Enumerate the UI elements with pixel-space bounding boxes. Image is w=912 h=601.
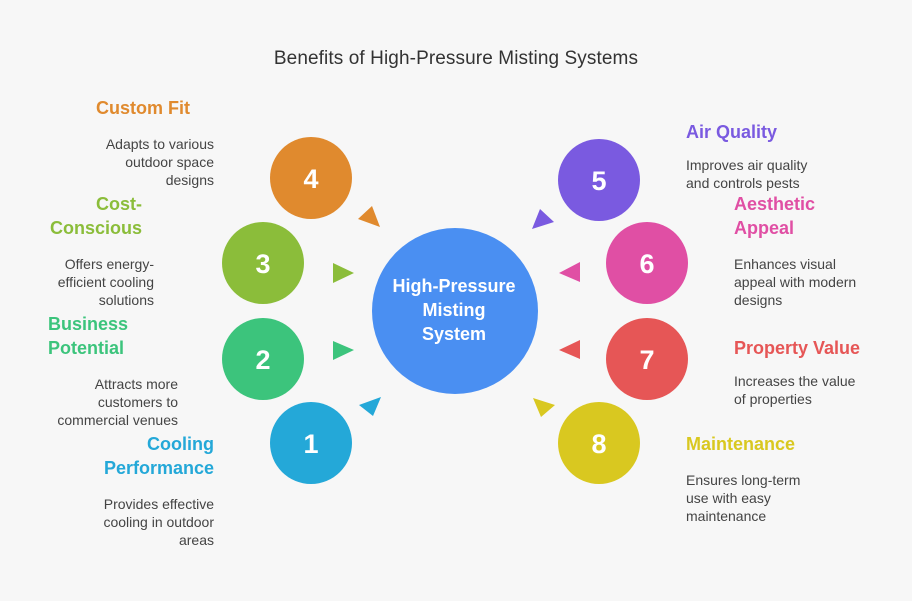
desc-custom-fit-line3: designs (165, 172, 214, 188)
heading-cost-conscious-line2: Conscious (49, 218, 142, 238)
desc-aesthetic-appeal: Enhances visual appeal with modern desig… (734, 255, 856, 309)
node-8: 8 (558, 402, 640, 484)
node-1-circle (270, 402, 352, 484)
desc-aesthetic-appeal-line3: designs (734, 292, 783, 308)
center-label-line3: System (421, 324, 487, 344)
node-2-number: 2 (255, 345, 270, 375)
node-6: 6 (606, 222, 688, 304)
node-6-circle (606, 222, 688, 304)
heading-custom-fit-line1: Custom Fit (96, 98, 190, 118)
desc-cooling-performance-line3: areas (178, 532, 214, 548)
desc-maintenance-line2: use with easy (686, 490, 771, 506)
heading-maintenance-line1: Maintenance (686, 434, 796, 454)
desc-property-value-line2: of properties (734, 391, 812, 407)
heading-cost-conscious-line1: Cost- (96, 194, 142, 214)
heading-aesthetic-appeal: Aesthetic Appeal (734, 192, 815, 240)
desc-maintenance-line3: maintenance (686, 508, 767, 524)
node-4-number: 4 (303, 164, 318, 194)
desc-custom-fit-line2: outdoor space (125, 154, 214, 170)
desc-custom-fit-line1: Adapts to various (105, 136, 214, 152)
desc-business-potential-line3: commercial venues (57, 412, 178, 428)
heading-cost-conscious: Cost- Conscious (50, 192, 142, 240)
node-4-circle (270, 137, 352, 219)
arrow-8-icon (533, 398, 555, 417)
desc-aesthetic-appeal-line1: Enhances visual (734, 256, 836, 272)
arrow-5-icon (532, 209, 554, 229)
desc-cooling-performance-line1: Provides effective (103, 496, 214, 512)
node-5: 5 (558, 139, 640, 221)
node-8-number: 8 (591, 429, 606, 459)
node-4: 4 (270, 137, 352, 219)
center-circle (372, 228, 538, 394)
desc-cost-conscious: Offers energy- efficient cooling solutio… (58, 255, 154, 309)
heading-aesthetic-appeal-line2: Appeal (734, 218, 795, 238)
arrow-3-icon (333, 263, 354, 283)
node-3: 3 (222, 222, 304, 304)
heading-cooling-performance: Cooling Performance (104, 432, 214, 480)
node-5-circle (558, 139, 640, 221)
desc-business-potential-line1: Attracts more (94, 376, 178, 392)
desc-aesthetic-appeal-line2: appeal with modern (734, 274, 857, 290)
desc-air-quality-line1: Improves air quality (686, 157, 808, 173)
diagram-title: Benefits of High-Pressure Misting System… (273, 48, 639, 69)
desc-maintenance: Ensures long-term use with easy maintena… (686, 471, 800, 525)
desc-business-potential-line2: customers to (97, 394, 178, 410)
node-7-circle (606, 318, 688, 400)
center-label-line1: High-Pressure (392, 276, 516, 296)
node-8-circle (558, 402, 640, 484)
heading-business-potential: Business Potential (48, 312, 128, 360)
desc-property-value: Increases the value of properties (734, 372, 855, 408)
center-label-line2: Misting (422, 300, 486, 320)
heading-cooling-performance-line2: Performance (103, 458, 214, 478)
node-2-circle (222, 318, 304, 400)
node-1-number: 1 (303, 429, 318, 459)
arrow-7-icon (559, 340, 580, 359)
node-7: 7 (606, 318, 688, 400)
desc-business-potential: Attracts more customers to commercial ve… (57, 375, 178, 429)
center-label: High-Pressure Misting System (378, 274, 530, 346)
arrow-1-icon (359, 397, 381, 416)
heading-air-quality: Air Quality (686, 120, 777, 144)
heading-custom-fit: Custom Fit (96, 96, 190, 120)
node-1: 1 (270, 402, 352, 484)
desc-cooling-performance-line2: cooling in outdoor (103, 514, 214, 530)
arrow-2-icon (333, 341, 354, 360)
arrow-6-icon (559, 262, 580, 282)
desc-custom-fit: Adapts to various outdoor space designs (106, 135, 214, 189)
heading-maintenance: Maintenance (686, 432, 795, 456)
arrow-4-icon (358, 206, 380, 227)
desc-air-quality-line2: and controls pests (686, 175, 800, 191)
heading-business-potential-line1: Business (48, 314, 129, 334)
desc-cooling-performance: Provides effective cooling in outdoor ar… (103, 495, 214, 549)
heading-business-potential-line2: Potential (48, 338, 125, 358)
node-3-number: 3 (255, 249, 270, 279)
heading-aesthetic-appeal-line1: Aesthetic (734, 194, 816, 214)
heading-cooling-performance-line1: Cooling (147, 434, 214, 454)
node-2: 2 (222, 318, 304, 400)
node-3-circle (222, 222, 304, 304)
heading-property-value: Property Value (734, 336, 860, 360)
node-7-number: 7 (639, 345, 654, 375)
desc-property-value-line1: Increases the value (734, 373, 856, 389)
desc-air-quality: Improves air quality and controls pests (686, 156, 807, 192)
node-6-number: 6 (639, 249, 654, 279)
node-5-number: 5 (591, 166, 606, 196)
desc-maintenance-line1: Ensures long-term (686, 472, 801, 488)
desc-cost-conscious-line2: efficient cooling (57, 274, 154, 290)
desc-cost-conscious-line3: solutions (98, 292, 154, 308)
heading-property-value-line1: Property Value (734, 338, 861, 358)
heading-air-quality-line1: Air Quality (686, 122, 778, 142)
desc-cost-conscious-line1: Offers energy- (64, 256, 154, 272)
